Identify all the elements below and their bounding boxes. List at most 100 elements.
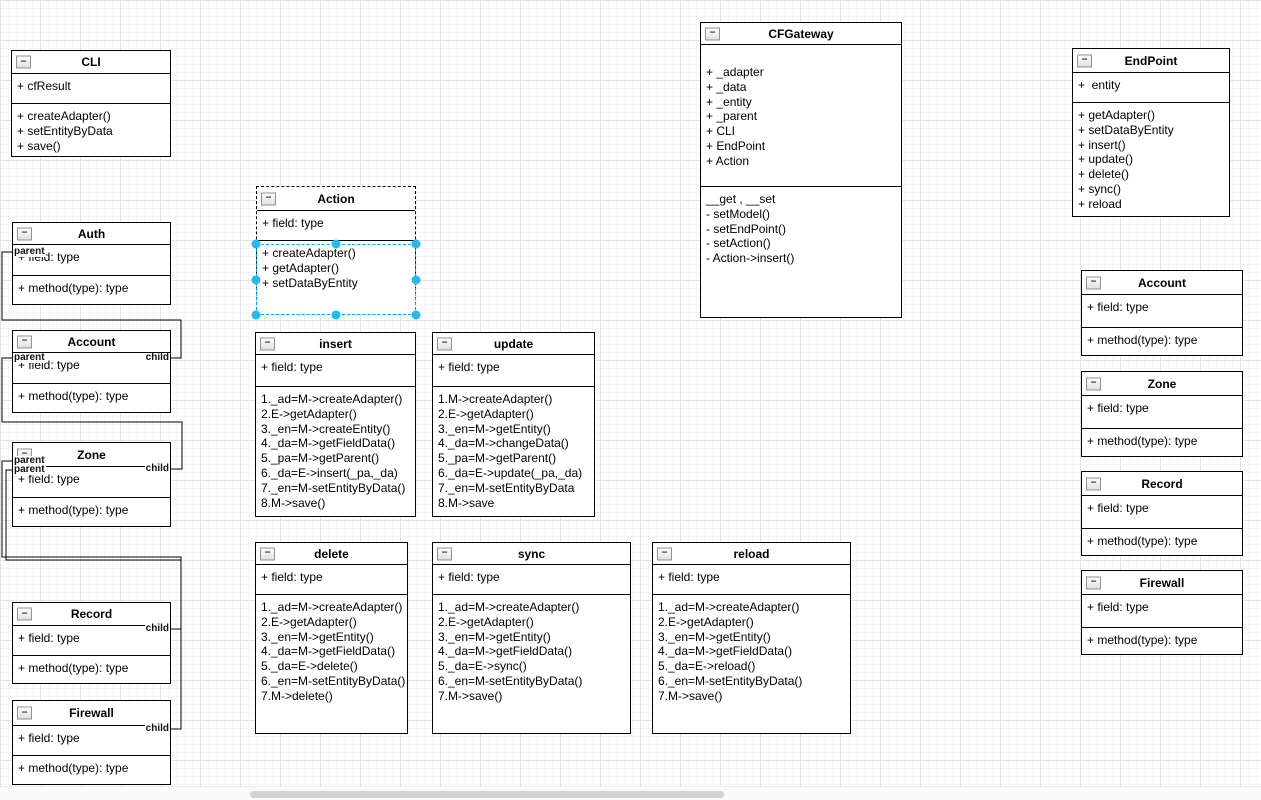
edge-auth-account[interactable] [1, 251, 182, 359]
class-method: + setDataByEntity [262, 275, 358, 290]
class-field: + field: type [18, 250, 80, 264]
collapse-icon[interactable]: − [260, 337, 275, 350]
collapse-icon[interactable]: − [705, 27, 720, 40]
collapse-icon[interactable]: − [1086, 377, 1101, 390]
class-title-bar: −sync [433, 543, 630, 565]
selection-handle[interactable] [411, 239, 421, 249]
class-title-bar: −CLI [12, 51, 170, 74]
selection-handle[interactable] [411, 275, 421, 284]
class-method: 4._da=M->getFieldData() [438, 644, 573, 659]
class-field: + field: type [261, 360, 323, 374]
class-method: + reload [1078, 196, 1122, 211]
class-method: + setDataByEntity [1078, 122, 1174, 137]
class-node-auth[interactable]: −Auth + field: type + method(type): type [12, 222, 171, 305]
collapse-icon[interactable]: − [17, 448, 32, 461]
class-field: + _entity [706, 94, 752, 109]
class-node-action[interactable]: −Action+ field: type+ createAdapter()+ g… [256, 186, 416, 315]
class-method: + method(type): type [18, 389, 129, 403]
class-method: + method(type): type [1087, 434, 1198, 448]
collapse-icon[interactable]: − [1086, 477, 1101, 490]
class-title: Zone [77, 447, 106, 462]
class-node-zone-right[interactable]: −Zone+ field: type+ method(type): type [1081, 371, 1243, 457]
fields-compartment: + field: type [256, 565, 407, 595]
collapse-icon[interactable]: − [437, 547, 452, 560]
class-field: + field: type [18, 731, 80, 745]
class-method: + method(type): type [18, 281, 129, 295]
collapse-icon[interactable]: − [17, 335, 32, 348]
class-node-account-right[interactable]: −Account+ field: type+ method(type): typ… [1081, 270, 1243, 356]
collapse-icon[interactable]: − [1086, 576, 1101, 589]
class-method: + method(type): type [1087, 333, 1198, 347]
class-node-endpoint[interactable]: −EndPoint+ entity+ getAdapter()+ setData… [1072, 48, 1230, 217]
class-title: Zone [1147, 376, 1177, 391]
selection-handle[interactable] [331, 310, 341, 320]
class-method: + sync() [1078, 181, 1122, 196]
class-node-zone-left[interactable]: − Zone + field: type+ method(type): type [12, 442, 171, 527]
class-field: + CLI [706, 124, 736, 139]
collapse-icon[interactable]: − [17, 706, 32, 720]
class-node-record-left[interactable]: −Record+ field: type+ method(type): type [12, 602, 171, 684]
collapse-icon[interactable]: − [17, 227, 32, 240]
collapse-icon[interactable]: − [1086, 276, 1101, 289]
collapse-icon[interactable]: − [657, 547, 672, 560]
collapse-icon[interactable]: − [261, 192, 276, 205]
class-method: 8.M->save() [261, 495, 326, 510]
selection-handle[interactable] [251, 275, 261, 284]
collapse-icon[interactable]: − [260, 547, 275, 560]
collapse-icon[interactable]: − [16, 55, 31, 69]
methods-compartment: + createAdapter()+ getAdapter()+ setData… [257, 241, 415, 314]
class-field: + field: type [18, 358, 80, 372]
fields-compartment: + field: type [1082, 595, 1242, 628]
methods-compartment: __get , __set- setModel()- setEndPoint()… [701, 187, 901, 317]
fields-compartment: + field: type [256, 355, 415, 387]
class-method: 7.M->save() [658, 688, 723, 703]
methods-compartment: + method(type): type [1082, 628, 1242, 654]
fields-compartment: + cfResult [12, 74, 170, 104]
fields-compartment: + field: type [13, 467, 170, 498]
class-method: 7._en=M-setEntityByData [438, 480, 575, 495]
class-method: + createAdapter() [17, 109, 111, 123]
collapse-icon[interactable]: − [17, 607, 32, 621]
class-method: + method(type): type [18, 661, 129, 675]
edge-zone-firewall[interactable] [5, 469, 182, 730]
class-field: + field: type [262, 216, 324, 230]
class-method: 4._da=M->getFieldData() [658, 644, 793, 659]
methods-compartment: + method(type): type [13, 498, 170, 526]
class-node-record-right[interactable]: −Record+ field: type+ method(type): type [1081, 471, 1243, 556]
selection-handle[interactable] [411, 310, 421, 320]
methods-compartment: + method(type): type [1082, 529, 1242, 555]
class-node-cfgateway[interactable]: − CFGateway + _adapter+ _data+ _entity+ _p… [700, 22, 902, 318]
scrollbar-thumb[interactable] [250, 791, 724, 798]
selection-handle[interactable] [331, 239, 341, 249]
fields-compartment: + _adapter+ _data+ _entity+ _parent+ CLI… [701, 45, 901, 187]
class-node-cli[interactable]: −CLI+ cfResult+ createAdapter()+ setEnti… [11, 50, 171, 157]
selection-handle[interactable] [251, 239, 261, 249]
class-method: - setEndPoint() [706, 221, 787, 236]
class-node-account-left[interactable]: −Account+ field: type+ method(type): typ… [12, 330, 171, 413]
selection-handle[interactable] [251, 310, 261, 320]
horizontal-scrollbar[interactable] [0, 786, 1261, 800]
collapse-icon[interactable]: − [437, 337, 452, 350]
class-title-bar: −delete [256, 543, 407, 565]
class-title: insert [319, 336, 352, 351]
collapse-icon[interactable]: − [1077, 54, 1092, 67]
class-title: CFGateway [768, 26, 834, 41]
class-method: 5._da=E->reload() [658, 659, 756, 674]
class-method: + update() [1078, 152, 1134, 167]
class-title-bar: −Auth [13, 223, 170, 245]
class-title-bar: −Record [1082, 472, 1242, 496]
class-method: 5._da=E->sync() [438, 659, 527, 674]
edge-zone-record[interactable] [1, 460, 182, 630]
class-node-firewall-left[interactable]: −Firewall+ field: type+ method(type): ty… [12, 700, 171, 785]
methods-compartment: 1._ad=M->createAdapter()2.E->getAdapter(… [653, 595, 850, 733]
class-title-bar: −Firewall [13, 701, 170, 726]
methods-compartment: + method(type): type [13, 656, 170, 683]
edge-account-zone[interactable] [1, 357, 183, 470]
class-node-firewall-right[interactable]: −Firewall+ field: type+ method(type): ty… [1081, 570, 1243, 655]
